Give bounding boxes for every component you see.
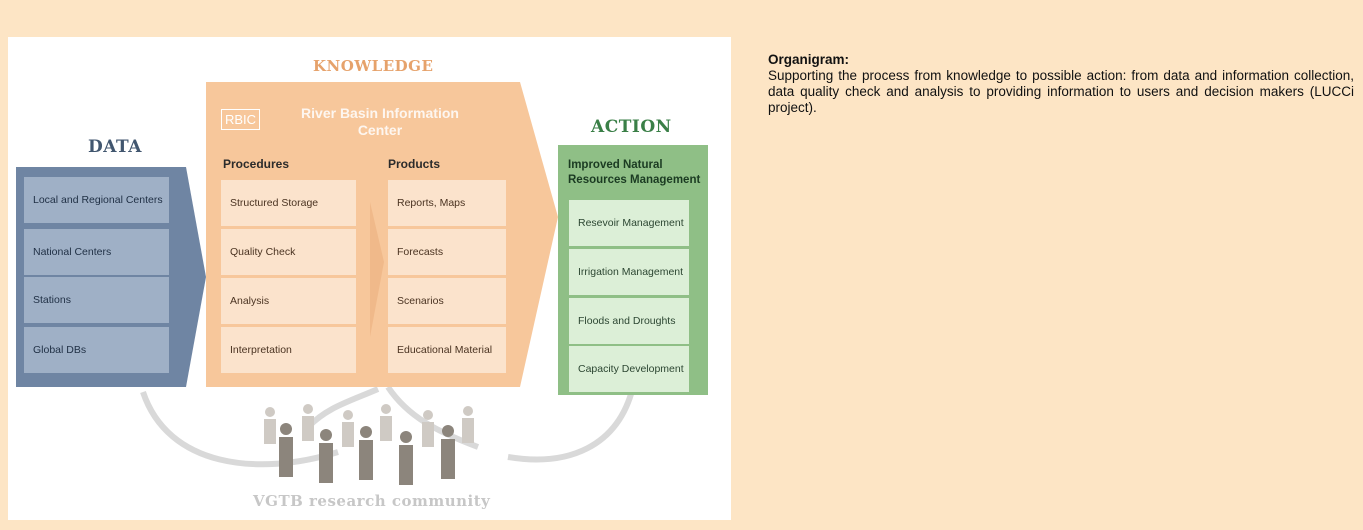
action-item: Floods and Droughts (569, 298, 689, 344)
product-item: Educational Material (388, 327, 506, 373)
flow-arc-left (140, 391, 339, 468)
data-item: National Centers (24, 229, 169, 275)
action-item: Resevoir Management (569, 200, 689, 246)
procedures-title: Procedures (223, 157, 290, 171)
data-item: Stations (24, 277, 169, 323)
caption-title: Organigram: (768, 52, 850, 67)
data-item: Global DBs (24, 327, 169, 373)
data-item: Local and Regional Centers (24, 177, 169, 223)
action-item: Irrigation Management (569, 249, 689, 295)
organigram-panel: KNOWLEDGE DATA ACTION RBIC River Basin I… (8, 37, 731, 520)
caption: Organigram: Supporting the process from … (768, 52, 1354, 116)
flow-arc-right (507, 386, 636, 463)
procedure-item: Quality Check (221, 229, 356, 275)
product-item: Reports, Maps (388, 180, 506, 226)
procedure-item: Structured Storage (221, 180, 356, 226)
rbic-abbrev: RBIC (221, 109, 261, 130)
community-label: VGTB research community (253, 492, 491, 510)
knowledge-title: KNOWLEDGE (313, 57, 434, 75)
action-subtitle: Improved Natural Resources Management (568, 159, 701, 186)
products-title: Products (388, 157, 441, 171)
product-item: Forecasts (388, 229, 506, 275)
people-group-icon (264, 404, 474, 485)
action-title: ACTION (591, 117, 672, 137)
caption-body: Supporting the process from knowledge to… (768, 68, 1354, 115)
data-title: DATA (88, 137, 142, 157)
procedure-item: Interpretation (221, 327, 356, 373)
rbic-name: River Basin Information Center (301, 105, 459, 138)
action-item: Capacity Development (569, 346, 689, 392)
product-item: Scenarios (388, 278, 506, 324)
flow-arc-center-left (305, 386, 380, 430)
procedure-item: Analysis (221, 278, 356, 324)
knowledge-inner-arrow (370, 202, 384, 337)
